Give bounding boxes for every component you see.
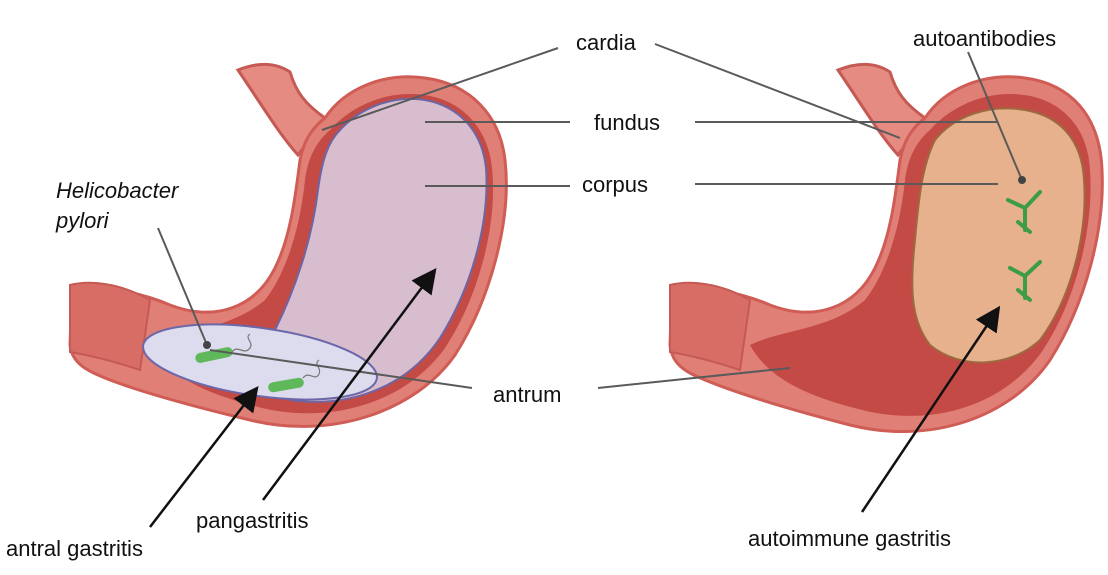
- label-pylori: pylori: [55, 208, 110, 233]
- leader-lines: [157, 43, 1023, 389]
- arrows: [149, 267, 1001, 528]
- label-antral-gastritis: antral gastritis: [6, 536, 143, 561]
- antrum-leader-right: [597, 367, 791, 389]
- antibody-pointer-dot: [1018, 176, 1026, 184]
- pangastritis-arrow: [261, 267, 437, 501]
- duodenum-right: [669, 281, 752, 372]
- pangastritis-region: [269, 98, 488, 403]
- autoimmune-region: [911, 107, 1086, 364]
- esophagus-left: [235, 62, 328, 158]
- label-corpus: corpus: [582, 172, 648, 197]
- cardia-leader-left: [321, 47, 559, 131]
- antral-arrow: [149, 386, 259, 528]
- autoantibodies-leader: [967, 51, 1023, 181]
- esophagus-right: [835, 62, 928, 158]
- antrum-leader-left: [209, 349, 473, 389]
- autoimmune-arrow: [860, 305, 1001, 513]
- label-cardia: cardia: [576, 30, 637, 55]
- label-autoimmune-gastritis: autoimmune gastritis: [748, 526, 951, 551]
- label-helicobacter: Helicobacter: [56, 178, 180, 203]
- label-fundus: fundus: [594, 110, 660, 135]
- stomach-left: [68, 62, 508, 428]
- label-antrum: antrum: [493, 382, 561, 407]
- duodenum-left: [69, 281, 152, 372]
- label-pangastritis: pangastritis: [196, 508, 309, 533]
- antibody-icon: [1006, 190, 1042, 302]
- hp-leader: [157, 227, 208, 346]
- label-autoantibodies: autoantibodies: [913, 26, 1056, 51]
- hp-pointer-dot: [203, 341, 211, 349]
- stomach-right: [668, 62, 1104, 433]
